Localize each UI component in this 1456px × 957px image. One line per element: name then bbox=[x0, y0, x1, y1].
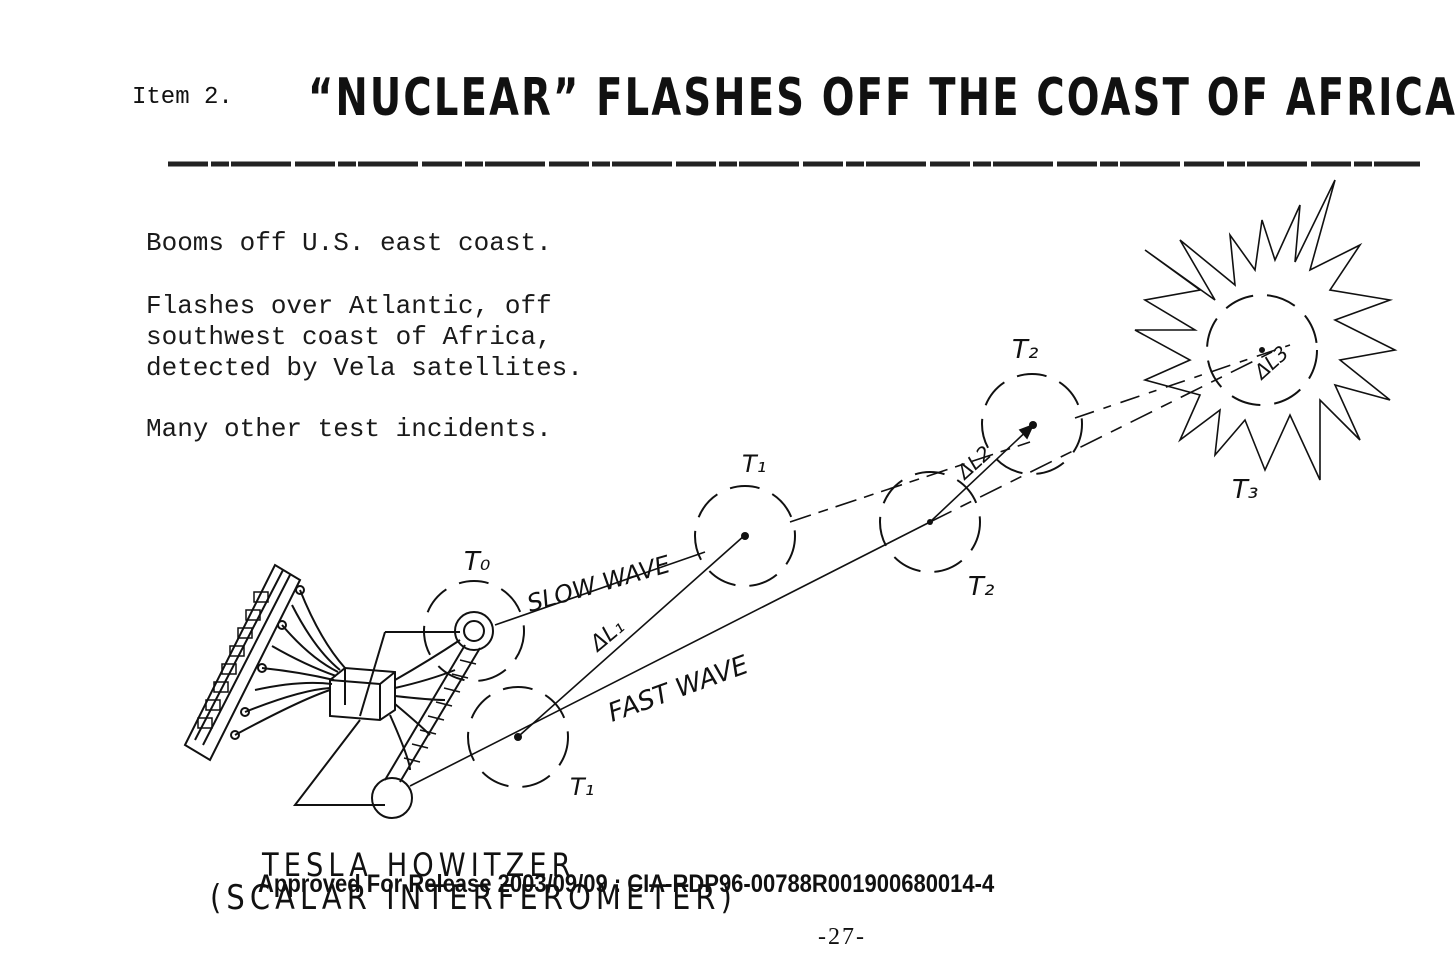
slow-wave-line-far bbox=[789, 441, 1031, 523]
fast-wave-label: FAST WAVE bbox=[604, 650, 753, 729]
item-label: Item 2. bbox=[132, 84, 233, 111]
bullet-other-incidents: Many other test incidents. bbox=[146, 414, 552, 444]
t2-lower-circle bbox=[879, 471, 981, 573]
release-stamp: Approved For Release 2003/09/09 : CIA-RD… bbox=[258, 870, 995, 898]
delta-l1-label: ΔL₁ bbox=[584, 614, 629, 658]
t0-label: T₀ bbox=[464, 547, 491, 577]
page-title: “NUCLEAR” FLASHES OFF THE COAST OF AFRIC… bbox=[308, 68, 1456, 128]
page-number: -27- bbox=[818, 924, 866, 950]
t3-circle bbox=[1206, 294, 1318, 406]
wave-paths bbox=[409, 344, 1291, 787]
t2-bottom-label: T₂ bbox=[968, 572, 994, 602]
fast-wave-line bbox=[409, 521, 931, 787]
t2-top-label: T₂ bbox=[1012, 335, 1038, 365]
bullet-booms: Booms off U.S. east coast. bbox=[146, 228, 552, 258]
antenna-array bbox=[183, 563, 346, 762]
caption-line-2: (SCALAR INTERFEROMETER) bbox=[210, 878, 737, 918]
explosion-burst-icon bbox=[1134, 179, 1398, 481]
t1-top-label: T₁ bbox=[742, 450, 766, 478]
howitzer-column bbox=[371, 611, 494, 819]
delta-l2-label: ΔL2 bbox=[951, 441, 996, 485]
t2-upper-circle bbox=[981, 373, 1083, 475]
t3-label: T₃ bbox=[1232, 475, 1258, 505]
t1-lower-circle bbox=[467, 686, 569, 788]
control-box bbox=[292, 631, 461, 806]
t0-circle bbox=[423, 580, 525, 682]
caption-line-1: TESLA HOWITZER bbox=[262, 846, 576, 884]
delta-l3-label: ΔL3 bbox=[1248, 341, 1293, 385]
interference-circles bbox=[423, 294, 1318, 788]
slow-wave-line bbox=[494, 551, 706, 626]
bullet-flashes: Flashes over Atlantic, off southwest coa… bbox=[146, 291, 583, 383]
t1-bottom-label: T₁ bbox=[570, 773, 594, 801]
t1-upper-circle bbox=[694, 485, 796, 587]
delta-l2-line bbox=[929, 424, 1034, 523]
delta-l1-line bbox=[519, 534, 746, 736]
slow-wave-label: SLOW WAVE bbox=[524, 550, 674, 618]
